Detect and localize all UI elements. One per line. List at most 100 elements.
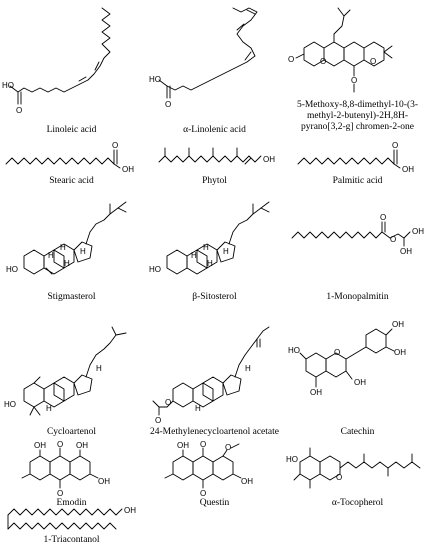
beta-sitosterol-h-label-4: H: [207, 259, 213, 268]
beta-sitosterol-structure: HO H H H H: [149, 201, 270, 275]
compound-alpha-tocopherol: HO O α-Tocopherol: [286, 440, 429, 510]
beta-sitosterol-hydroxyl-label: HO: [149, 265, 161, 274]
compound-linoleic-acid: HO O Linoleic acid: [0, 0, 143, 140]
pyranochromenone-structure: O O O O: [288, 7, 393, 93]
stigmasterol-h-label-3: H: [48, 251, 54, 260]
alpha-tocopherol-hydroxyl-label: HO: [286, 455, 298, 464]
compound-stearic-acid: OH O Stearic acid: [0, 140, 143, 190]
stigmasterol-structure: HO H H H H: [6, 201, 127, 275]
compound-name: 1-Triacontanol: [43, 535, 100, 545]
cycloartenol-h-label-2: H: [46, 404, 52, 413]
alpha-linolenic-acid-carbonyl-label: O: [165, 100, 171, 109]
stearic-acid-hydroxyl-label: OH: [122, 165, 134, 174]
alpha-tocopherol-structure: HO O: [286, 447, 421, 489]
1-triacontanol-structure: OH: [7, 506, 136, 530]
24-methylenecycloartenol-acetate-structure: O O H H: [152, 326, 270, 425]
questin-hydroxyl-label-1: OH: [177, 441, 189, 450]
compound-name: Palmitic acid: [332, 176, 383, 186]
compound-name: α-Tocopherol: [331, 498, 384, 508]
compound-cycloartenol: HO H H Cycloartenol: [0, 315, 143, 440]
questin-structure: OH O O O OH: [164, 440, 253, 498]
beta-sitosterol-h-label-3: H: [191, 251, 197, 260]
linoleic-acid-carbonyl-label: O: [16, 106, 22, 115]
compound-name: Stearic acid: [49, 176, 94, 186]
compound-questin: OH O O O OH Questin: [143, 440, 286, 510]
stigmasterol-hydroxyl-label: HO: [6, 265, 18, 274]
24-methylenecycloartenol-acetate-h-label-2: H: [195, 404, 201, 413]
stigmasterol-h-label-1: H: [60, 243, 66, 252]
questin-carbonyl-label-1: O: [200, 440, 206, 449]
cycloartenol-structure: HO H H: [4, 326, 127, 416]
24-methylenecycloartenol-acetate-h-label-1: H: [245, 364, 251, 373]
compound-phytol: OH Phytol: [143, 140, 286, 190]
24-methylenecycloartenol-acetate-carbonyl-label: O: [155, 416, 161, 425]
compound-palmitic-acid: OH O Palmitic acid: [286, 140, 429, 190]
linoleic-acid-hydroxyl-label: HO: [2, 81, 14, 90]
compound-1-monopalmitin: O O OH OH 1-Monopalmitin: [286, 190, 429, 310]
cycloartenol-h-label-1: H: [96, 364, 102, 373]
compound-name: α-Linolenic acid: [183, 125, 246, 135]
alpha-linolenic-acid-structure: HO O: [149, 7, 258, 109]
emodin-carbonyl-label-2: O: [57, 489, 63, 498]
catechin-structure: HO O OH OH OH OH: [288, 320, 406, 397]
1-monopalmitin-structure: O O OH OH: [291, 213, 424, 256]
emodin-hydroxyl-label-2: OH: [76, 441, 88, 450]
24-methylenecycloartenol-acetate-ester-label: O: [165, 398, 171, 407]
1-triacontanol-hydroxyl-label: OH: [124, 506, 136, 515]
compound-name: Catechin: [340, 427, 375, 437]
pyranochromenone-pyran-label: O: [370, 57, 376, 66]
compound-1-triacontanol: OH 1-Triacontanol: [0, 505, 143, 550]
compound-name: β-Sitosterol: [192, 292, 237, 302]
palmitic-acid-structure: OH O: [297, 141, 414, 174]
compound-alpha-linolenic-acid: HO O α-Linolenic acid: [143, 0, 286, 140]
catechin-hydroxyl-label-2: OH: [392, 320, 404, 329]
compound-name: 5-Methoxy-8,8-dimethyl-10-(3-methyl-2-bu…: [296, 100, 419, 132]
palmitic-acid-hydroxyl-label: OH: [402, 165, 414, 174]
compound-catechin: HO O OH OH OH OH Catechin: [286, 315, 429, 440]
emodin-hydroxyl-label-3: OH: [98, 477, 110, 486]
compound-name: 1-Monopalmitin: [326, 292, 389, 302]
stigmasterol-h-label-2: H: [80, 247, 86, 256]
linoleic-acid-structure: HO O: [2, 7, 111, 115]
palmitic-acid-carbonyl-label: O: [392, 141, 398, 150]
emodin-hydroxyl-label-1: OH: [34, 441, 46, 450]
pyranochromenone-methoxy-label: O: [351, 76, 357, 85]
catechin-ring-oxygen-label: O: [334, 348, 340, 357]
compound-name: 24-Methylenecycloartenol acetate: [150, 427, 279, 437]
compound-name: Linoleic acid: [46, 125, 97, 135]
compound-pyranochromenone: O O O O 5-Methoxy-8,8-dimethyl-10-(3-met…: [286, 0, 429, 140]
catechin-hydroxyl-label-1: HO: [288, 346, 300, 355]
pyranochromenone-carbonyl-label: O: [288, 55, 294, 64]
questin-methoxy-label: O: [225, 443, 231, 452]
1-monopalmitin-carbonyl-label: O: [380, 213, 386, 222]
emodin-structure: OH O OH O OH: [21, 440, 110, 498]
beta-sitosterol-h-label-2: H: [223, 247, 229, 256]
alpha-linolenic-acid-hydroxyl-label: HO: [149, 75, 161, 84]
catechin-hydroxyl-label-5: OH: [310, 388, 322, 397]
pyranochromenone-lactone-label: O: [320, 57, 326, 66]
compound-name: Stigmasterol: [47, 292, 96, 302]
compound-name: Questin: [199, 498, 230, 508]
questin-hydroxyl-label-2: OH: [241, 477, 253, 486]
compound-24-methylenecycloartenol-acetate: O O H H 24-Methylenecycloartenol acetate: [143, 315, 286, 440]
compound-name: Cycloartenol: [46, 427, 97, 437]
compound-beta-sitosterol: HO H H H H β-Sitosterol: [143, 190, 286, 310]
compound-stigmasterol: HO H H H H Stigmasterol: [0, 190, 143, 310]
beta-sitosterol-h-label-1: H: [203, 243, 209, 252]
compound-emodin: OH O OH O OH Emodin: [0, 440, 143, 510]
alpha-tocopherol-ring-oxygen-label: O: [336, 473, 342, 482]
1-monopalmitin-ester-label: O: [390, 235, 396, 244]
1-monopalmitin-hydroxyl-label-2: OH: [400, 247, 412, 256]
catechin-hydroxyl-label-4: OH: [354, 378, 366, 387]
phytol-structure: OH: [158, 147, 275, 165]
stearic-acid-structure: OH O: [5, 141, 134, 174]
emodin-carbonyl-label-1: O: [57, 440, 63, 449]
stearic-acid-carbonyl-label: O: [112, 141, 118, 150]
phytol-hydroxyl-label: OH: [263, 155, 275, 164]
compound-name: Emodin: [56, 498, 87, 508]
stigmasterol-h-label-4: H: [64, 259, 70, 268]
catechin-hydroxyl-label-3: OH: [394, 348, 406, 357]
compound-name: Phytol: [202, 176, 227, 186]
cycloartenol-hydroxyl-label: HO: [4, 400, 16, 409]
